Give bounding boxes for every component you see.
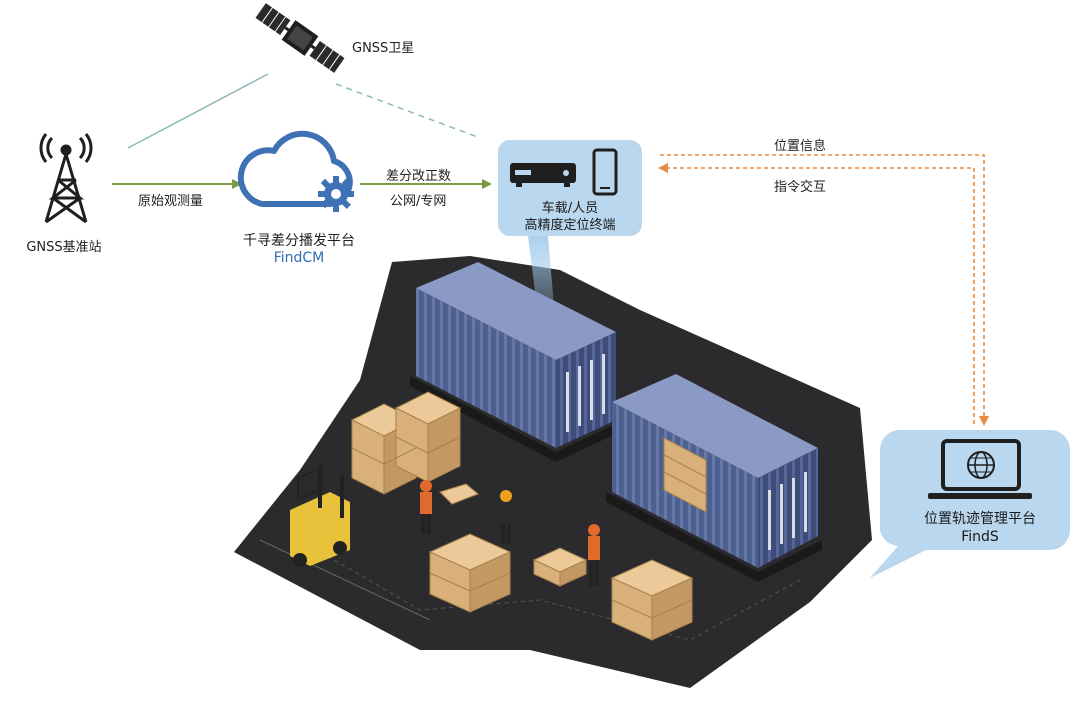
raw-observation-label: 原始观测量	[138, 194, 204, 209]
pallet-cart	[532, 547, 588, 587]
findcm-name: 千寻差分播发平台	[243, 233, 355, 249]
forklift	[290, 464, 350, 567]
finds-label: 位置轨迹管理平台 FindS	[900, 510, 1060, 546]
box-stack-left	[350, 391, 462, 495]
warehouse-ground	[234, 256, 872, 688]
container-right	[606, 374, 822, 582]
phone-icon	[592, 148, 618, 196]
command-interaction-label: 指令交互	[774, 180, 827, 195]
tower-icon	[39, 133, 93, 224]
findcm-code: FindCM	[273, 250, 325, 266]
satellite-to-terminal-link	[335, 83, 481, 139]
box-stack-right	[610, 559, 694, 641]
vehicle-terminal-icon	[510, 163, 576, 187]
terminal-line2: 高精度定位终端	[524, 218, 616, 233]
correction-label: 差分改正数	[386, 169, 452, 184]
terminal-label: 车载/人员 高精度定位终端	[498, 200, 642, 234]
cloud-gear-icon	[237, 130, 354, 212]
terminal-platform-link	[658, 154, 989, 426]
finds-code: FindS	[961, 529, 999, 545]
laptop-globe-icon	[928, 439, 1032, 499]
base-station-label: GNSS基准站	[26, 240, 102, 255]
position-info-label: 位置信息	[774, 139, 827, 154]
finds-bubble	[870, 430, 1070, 578]
satellite-label: GNSS卫星	[352, 41, 415, 56]
network-label: 公网/专网	[390, 194, 447, 209]
satellite-to-base-link	[127, 73, 269, 149]
findcm-label: 千寻差分播发平台 FindCM	[243, 230, 355, 266]
container-left	[410, 262, 620, 462]
finds-name: 位置轨迹管理平台	[924, 511, 1036, 527]
box-stack-front	[428, 533, 512, 613]
satellite-icon	[255, 3, 345, 73]
terminal-line1: 车载/人员	[541, 201, 599, 216]
workers	[420, 480, 600, 586]
